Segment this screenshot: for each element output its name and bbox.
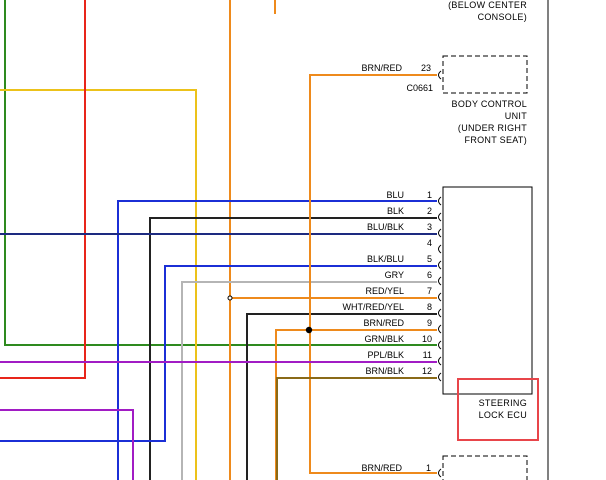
ecu-pin-terminal [438,340,442,350]
ecu-pin-wire-label: GRY [385,270,404,280]
ecu-pin-terminal [438,292,442,302]
bottom-wire-label: BRN/RED [361,463,402,473]
ecu-pin-number: 3 [427,222,432,232]
red-wire [0,0,86,379]
ecu-pin-terminal [438,196,442,206]
ecu-pin-wire-label: BLU/BLK [367,222,404,232]
ecu-pin-terminal [438,276,442,286]
ecu-pin-wire-label: BRN/BLK [365,366,404,376]
ecu-pin-number: 8 [427,302,432,312]
bcu-label-2: UNIT [505,111,527,121]
gry-wire [181,281,437,480]
bcu-connector-id: C0661 [406,83,433,93]
ecu-pin-wire-label: BRN/RED [363,318,404,328]
ecu-pin-terminal [438,372,442,382]
ecu-pin-wire-label: BLK/BLU [367,254,404,264]
ecu-pin-number: 9 [427,318,432,328]
ecu-pin-wire-label: BLU [386,190,404,200]
brn-blk-wire [276,377,437,480]
green-wire [4,0,437,346]
ecu-pin-terminal [438,356,442,366]
bcu-pin-terminal [438,70,442,80]
ecu-pin-terminal [438,324,442,334]
ecu-pin-number: 2 [427,206,432,216]
ecu-pin-terminal [438,212,442,222]
bcu-label-3: (UNDER RIGHT [458,123,527,133]
brn-red-wire-9 [275,329,437,480]
ecu-pin-wire-label: BLK [387,206,404,216]
splice-node-small [227,295,233,301]
bcu-wire-label: BRN/RED [361,63,402,73]
blk-blu-wire [0,265,437,442]
console-label-1: (BELOW CENTER [448,0,527,10]
bottom-pin-terminal [438,468,442,478]
ecu-pin-terminal [438,244,442,254]
bcu-label-1: BODY CONTROL [452,99,527,109]
splice-node [305,326,313,334]
ecu-pin-number: 12 [422,366,432,376]
ecu-pin-terminal [438,308,442,318]
purple-wire-2 [0,409,134,480]
bcu-pin: 23 [421,63,431,73]
bcu-box [442,55,528,94]
ecu-pin-number: 5 [427,254,432,264]
blk-wire [149,217,437,480]
bottom-connector-box [442,455,528,480]
ecu-pin-terminal [438,260,442,270]
ecu-pin-number: 10 [422,334,432,344]
bottom-pin: 1 [426,463,431,473]
ecu-pin-number: 1 [427,190,432,200]
ecu-pin-number: 4 [427,238,432,248]
yellow-wire [0,89,197,480]
bcu-label-4: FRONT SEAT) [465,135,527,145]
ecu-pin-number: 7 [427,286,432,296]
ecu-pin-number: 6 [427,270,432,280]
ecu-label-1: STEERING [479,398,527,408]
ecu-pin-wire-label: PPL/BLK [367,350,404,360]
ecu-label-2: LOCK ECU [479,410,527,420]
ecu-pin-wire-label: WHT/RED/YEL [342,302,404,312]
ecu-pin-wire-label: RED/YEL [365,286,404,296]
connector-terminals [438,70,442,478]
ecu-pin-wire-label: GRN/BLK [364,334,404,344]
brn-red-trunk [309,74,437,474]
ecu-highlight-box [457,378,539,441]
wht-red-yel-wire [246,313,437,480]
blu-wire [117,200,437,480]
ecu-pin-number: 11 [423,350,432,360]
ecu-pin-terminal [438,228,442,238]
ecu-box [442,186,533,395]
console-label-2: CONSOLE) [478,12,527,22]
